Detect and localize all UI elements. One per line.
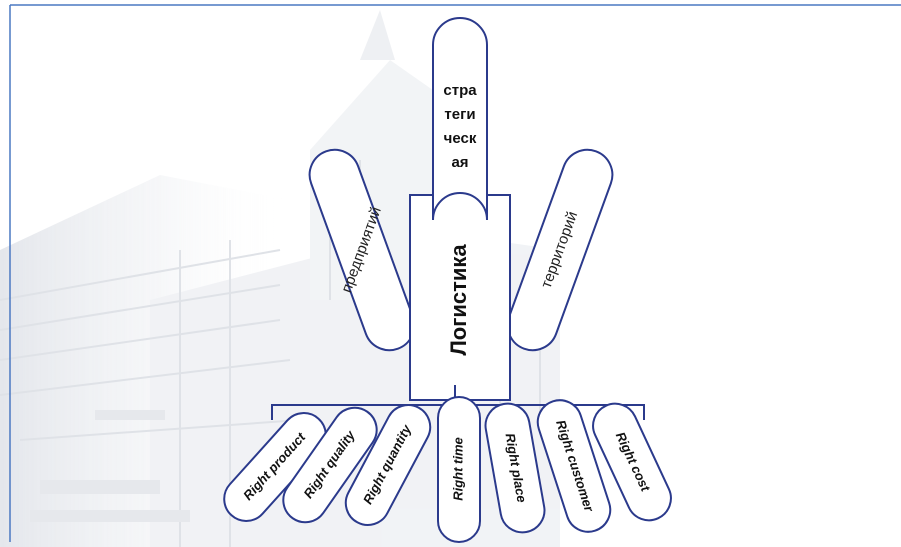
oval-right-customer — [536, 399, 612, 533]
oval-right-cost — [592, 402, 672, 522]
left-oval — [308, 148, 416, 352]
top-label-line-2: теги — [444, 106, 475, 123]
top-label-line-4: ая — [451, 154, 468, 171]
center-box — [409, 194, 511, 401]
oval-right-quantity — [344, 404, 432, 526]
top-label-line-1: стра — [443, 82, 477, 99]
center-label: Логистика — [446, 244, 471, 356]
rights-ovals — [223, 396, 672, 543]
top-label-line-3: ческ — [444, 130, 477, 147]
oval-right-quality — [282, 406, 378, 524]
right-oval — [506, 148, 614, 352]
top-oval — [432, 17, 488, 220]
top-label: стра теги ческ ая — [443, 82, 477, 171]
top-oval-inner-arc — [432, 192, 488, 221]
oval-right-time — [437, 396, 481, 543]
oval-right-place — [484, 402, 546, 534]
right-time-label: Right time — [450, 437, 465, 501]
